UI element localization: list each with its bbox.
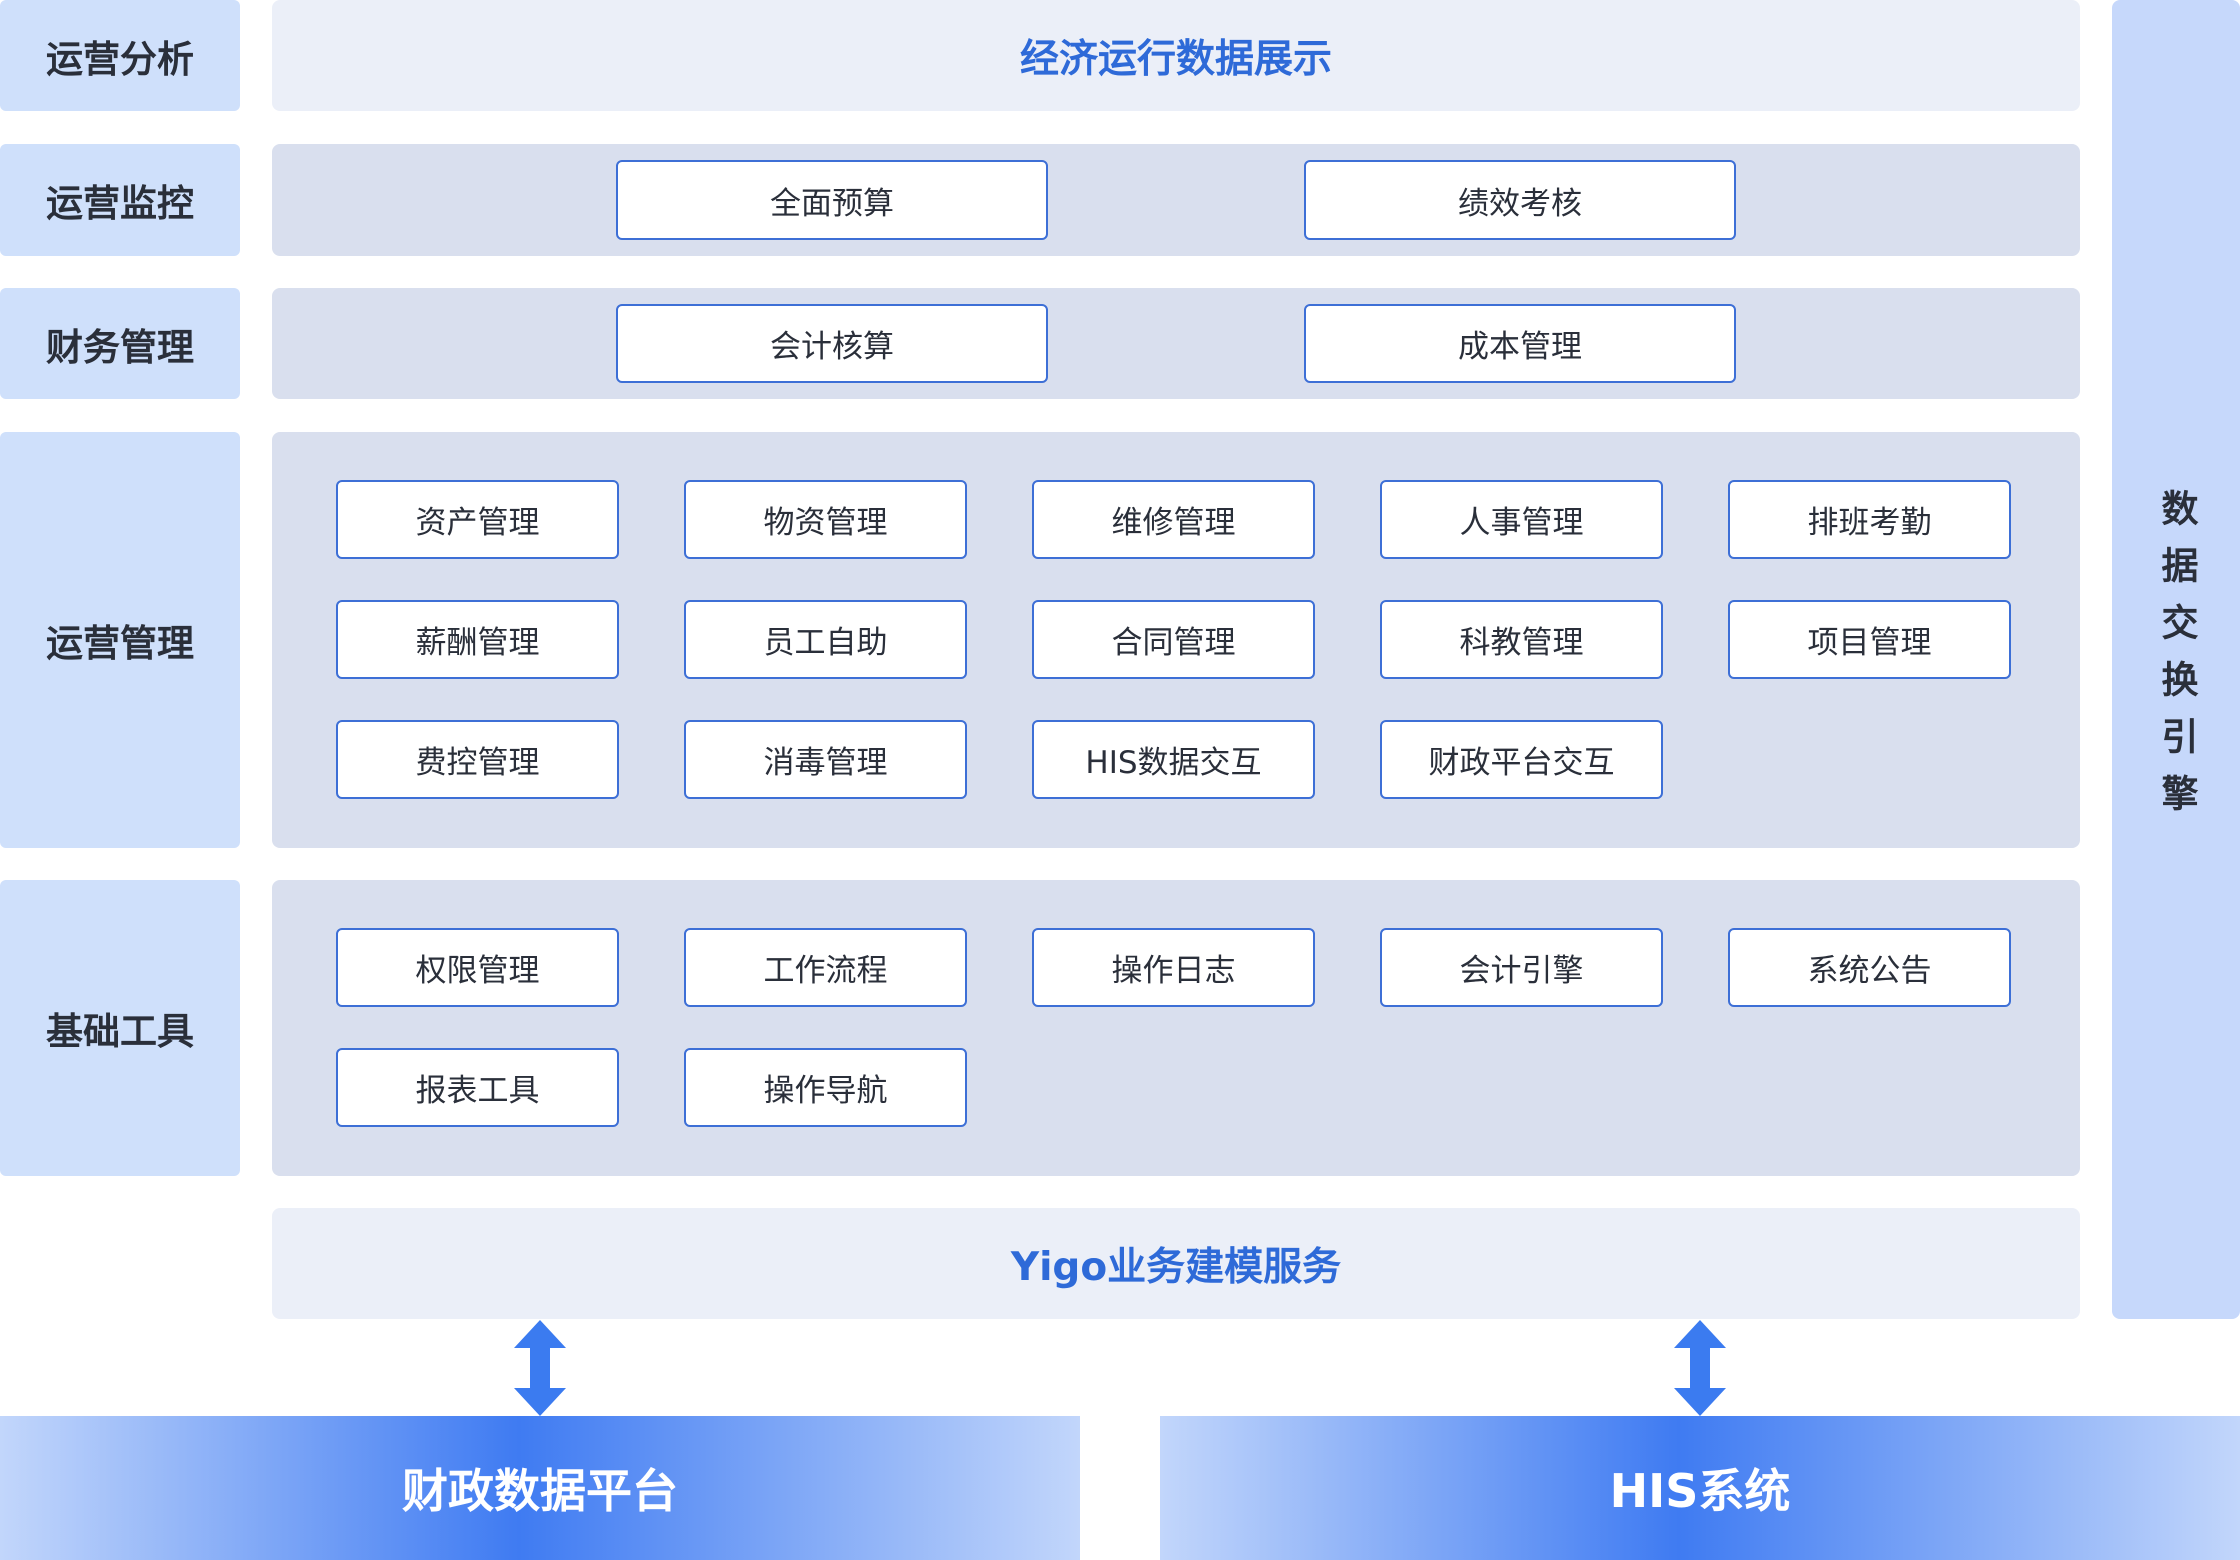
module-scheduling[interactable]: 排班考勤 (1728, 480, 2011, 559)
module-research[interactable]: 科教管理 (1380, 600, 1663, 679)
module-budget[interactable]: 全面预算 (616, 160, 1048, 240)
module-performance[interactable]: 绩效考核 (1304, 160, 1736, 240)
his-system: HIS系统 (1160, 1416, 2240, 1560)
category-monitoring: 运营监控 (0, 144, 240, 256)
module-cost[interactable]: 成本管理 (1304, 304, 1736, 383)
module-accounting[interactable]: 会计核算 (616, 304, 1048, 383)
economic-display-band: 经济运行数据展示 (272, 0, 2080, 111)
module-expense-control[interactable]: 费控管理 (336, 720, 619, 799)
module-navigation[interactable]: 操作导航 (684, 1048, 967, 1127)
finance-band (272, 288, 2080, 399)
module-maintenance[interactable]: 维修管理 (1032, 480, 1315, 559)
module-material[interactable]: 物资管理 (684, 480, 967, 559)
module-report-tool[interactable]: 报表工具 (336, 1048, 619, 1127)
module-asset[interactable]: 资产管理 (336, 480, 619, 559)
module-accounting-engine[interactable]: 会计引擎 (1380, 928, 1663, 1007)
double-arrow-icon-left (514, 1320, 566, 1416)
module-project[interactable]: 项目管理 (1728, 600, 2011, 679)
tools-band (272, 880, 2080, 1176)
module-his-exchange[interactable]: HIS数据交互 (1032, 720, 1315, 799)
finance-data-platform: 财政数据平台 (0, 1416, 1080, 1560)
category-finance: 财务管理 (0, 288, 240, 399)
yigo-service-band: Yigo业务建模服务 (272, 1208, 2080, 1319)
category-tools: 基础工具 (0, 880, 240, 1176)
module-finance-platform-exchange[interactable]: 财政平台交互 (1380, 720, 1663, 799)
category-analysis: 运营分析 (0, 0, 240, 111)
module-permission[interactable]: 权限管理 (336, 928, 619, 1007)
module-workflow[interactable]: 工作流程 (684, 928, 967, 1007)
module-announcement[interactable]: 系统公告 (1728, 928, 2011, 1007)
monitoring-band (272, 144, 2080, 256)
module-disinfection[interactable]: 消毒管理 (684, 720, 967, 799)
data-exchange-engine-label: 数据交换引擎 (2155, 488, 2198, 831)
double-arrow-icon-right (1674, 1320, 1726, 1416)
category-operation: 运营管理 (0, 432, 240, 848)
module-self-service[interactable]: 员工自助 (684, 600, 967, 679)
module-operation-log[interactable]: 操作日志 (1032, 928, 1315, 1007)
module-salary[interactable]: 薪酬管理 (336, 600, 619, 679)
module-hr[interactable]: 人事管理 (1380, 480, 1663, 559)
data-exchange-engine: 数据交换引擎 (2112, 0, 2240, 1319)
module-contract[interactable]: 合同管理 (1032, 600, 1315, 679)
